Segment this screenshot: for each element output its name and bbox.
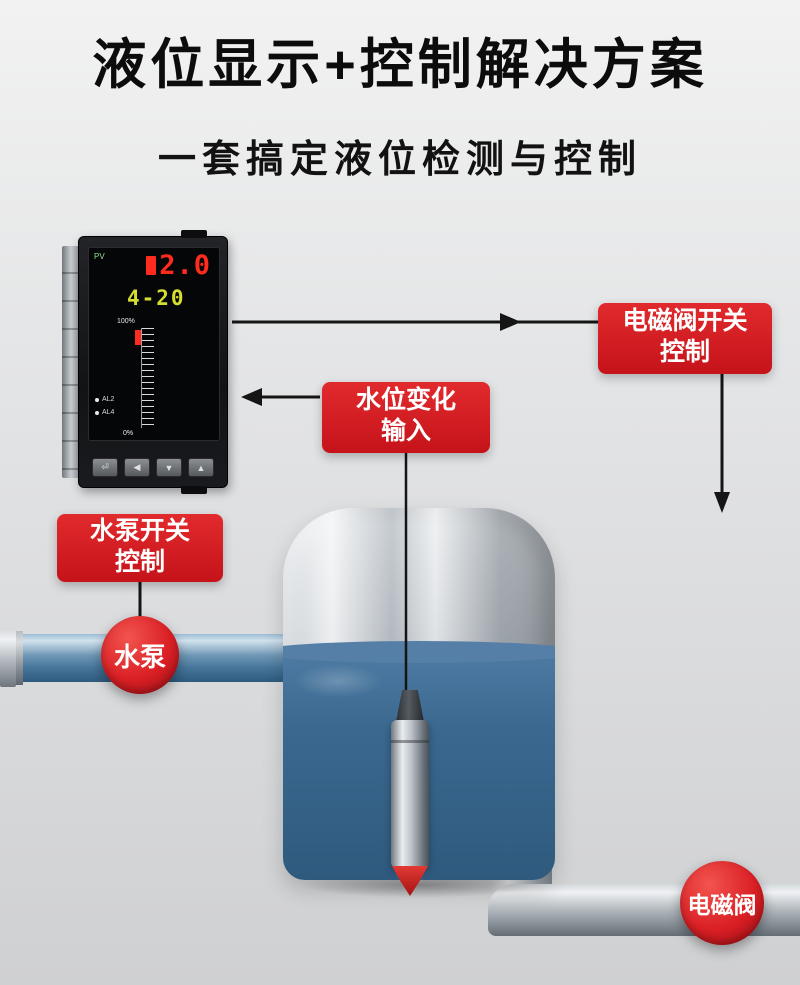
device-side-panel [62,246,82,478]
mounting-tab-bottom [181,486,207,494]
alarm-led-list: AL2 AL4 [95,396,114,416]
pv-value: 2.0 [159,250,211,281]
up-button[interactable]: ▲ [188,458,214,477]
callout-line: 电磁阀开关 [622,307,748,335]
device-button-row: ⏎ ◀ ▼ ▲ [79,458,227,477]
callout-line: 控制 [659,338,710,366]
led-label: AL4 [102,409,115,416]
left-button[interactable]: ◀ [124,458,150,477]
enter-button[interactable]: ⏎ [92,458,118,477]
led-dot-icon [95,410,99,415]
led-dot-icon [95,397,99,402]
device-display: PV 2.0 4-20 100% 0% AL2 AL4 [88,247,220,441]
level-controller: PV 2.0 4-20 100% 0% AL2 AL4 [62,230,228,494]
page-title: 液位显示+控制解决方案 [92,35,708,95]
sv-value: 4-20 [127,286,186,310]
alarm-led-row: AL2 [95,396,114,403]
bargraph-fill [135,330,141,345]
arrow-left-icon [241,388,262,406]
sensor-body [391,720,429,868]
inlet-pipe-ring [16,631,23,685]
bargraph-bottom-label: 0% [123,430,134,437]
arrow-down-icon [714,492,730,513]
inlet-pipe-cap [0,629,16,687]
mounting-tab-top [181,230,207,238]
bargraph-scale [141,328,154,428]
pump-badge: 水泵 [101,616,179,694]
alarm-led-row: AL4 [95,409,114,416]
sensor-seam [391,740,429,743]
callout-line: 水位变化 [355,386,456,414]
device-front-panel: PV 2.0 4-20 100% 0% AL2 AL4 [78,230,228,494]
tank-metal-top [283,508,555,666]
callout-solenoid-control: 电磁阀开关 控制 [598,303,772,374]
callout-line: 水泵开关 [89,517,190,545]
solenoid-badge: 电磁阀 [680,861,764,945]
callout-water-level-input: 水位变化 输入 [322,382,490,453]
pv-readout: 2.0 [146,250,211,281]
bargraph-top-label: 100% [117,318,135,325]
callout-line: 控制 [114,548,165,576]
callout-line: 输入 [380,417,431,445]
callout-pump-control: 水泵开关 控制 [57,514,223,582]
down-button[interactable]: ▼ [156,458,182,477]
pv-label: PV [94,252,105,261]
alarm-segment-icon [146,256,157,275]
page-subtitle: 一套搞定液位检测与控制 [157,139,642,181]
led-label: AL2 [102,396,115,403]
arrow-right-icon [500,313,521,331]
